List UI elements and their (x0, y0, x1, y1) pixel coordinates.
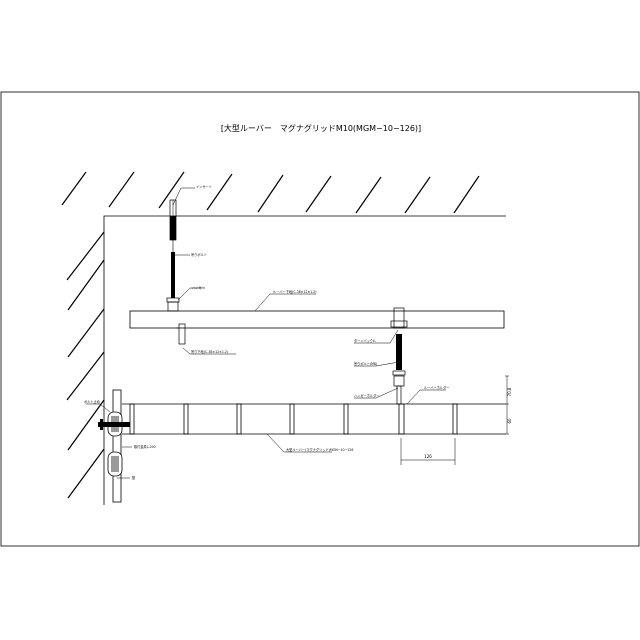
label-hanger-holder: ハンガーホルダー (354, 393, 380, 398)
dim-offset: 70.8 (507, 387, 512, 396)
label-carrier-channel: ルーバー下地(C-38×12×1.2) (273, 289, 316, 294)
louver-assembly (122, 403, 506, 435)
louver-blades (129, 403, 458, 435)
drawing-frame (0, 91, 640, 547)
leader-lines (86, 187, 446, 479)
ceiling-slab-hatch (61, 171, 480, 214)
wall-hatch (66, 231, 105, 499)
label-hanger: ハンガー (192, 285, 205, 290)
label-louver-body: 大型ルーバー(マグナグリッド)MGM−10−126 (286, 447, 353, 452)
wall-bracket (98, 389, 130, 503)
label-wall-bolt: ボルト止め (84, 399, 100, 404)
slab-outline (103, 215, 506, 505)
label-wall: 壁 (132, 475, 136, 480)
label-wall-anchor: 取付金具L-200 (134, 444, 156, 449)
label-louver-holder: ルーバーホルダー (424, 385, 449, 390)
dimension-lines (400, 375, 509, 465)
hanger-bolt-left (166, 199, 186, 345)
label-support-angle: 吊り下地(C-38×12×1.2) (191, 349, 228, 354)
label-turnbuckle: ターンバックル (354, 338, 377, 343)
label-hanger-bolt: 吊りボルト (191, 252, 207, 257)
label-insert: インサート (196, 184, 212, 189)
label-hanging-bolt-m8: 吊りボルト(M8) (354, 361, 377, 366)
carrier-channel (129, 310, 505, 329)
hanger-bolt-right (390, 307, 408, 405)
drawing-title: [大型ルーバー マグナグリッドM10(MGM−10−126)] (221, 123, 421, 133)
dim-height: 60 (507, 418, 512, 424)
dim-pitch: 126 (424, 454, 432, 459)
